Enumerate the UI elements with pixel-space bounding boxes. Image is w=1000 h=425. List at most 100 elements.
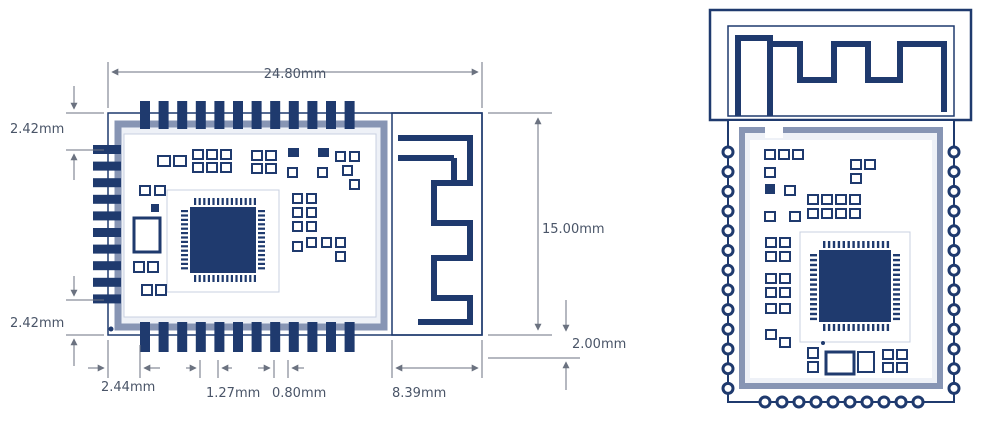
- left-pad: [93, 261, 121, 271]
- castellated-pad: [721, 283, 735, 297]
- bottom-pad-row: [140, 322, 355, 352]
- castellated-pad: [721, 342, 735, 356]
- ic-pin: [867, 241, 870, 248]
- ic-pin: [810, 273, 817, 276]
- ic-pin: [181, 267, 188, 270]
- ic-pin: [235, 198, 238, 205]
- ic-pin: [893, 303, 900, 306]
- dim-left-edge-top: 2.42mm: [10, 122, 64, 137]
- ic-pin: [893, 258, 900, 262]
- top-pad: [140, 101, 150, 129]
- top-pad: [326, 101, 336, 129]
- bottom-pad: [270, 322, 281, 352]
- ic-pin: [827, 324, 831, 331]
- ic-pin: [181, 227, 188, 230]
- ic-pin: [258, 232, 265, 235]
- ic-pin: [810, 283, 817, 286]
- ic-pin: [867, 324, 870, 331]
- castellated-pad: [809, 395, 823, 409]
- castellated-pad: [947, 283, 961, 297]
- ic-pin: [198, 275, 201, 282]
- bottom-pad: [307, 322, 318, 352]
- bottom-pad: [251, 322, 262, 352]
- bottom-pad: [344, 322, 355, 352]
- ic-pin: [244, 198, 247, 205]
- ic-pin: [230, 275, 233, 282]
- dim-overall-width: 24.80mm: [264, 67, 327, 82]
- ic-pin: [893, 288, 900, 291]
- bottom-pad: [177, 322, 188, 352]
- castellation-right: [947, 145, 961, 395]
- castellation-bottom: [758, 395, 925, 409]
- antenna-keepout: [727, 25, 955, 117]
- ic-pins: [181, 198, 265, 282]
- ic-pin: [226, 198, 229, 205]
- castellated-pad: [947, 381, 961, 395]
- left-pad: [93, 228, 121, 237]
- dimension-lines: [66, 62, 580, 390]
- passive-components: [108, 148, 360, 332]
- top-pad: [307, 101, 318, 129]
- ic-pin: [244, 275, 247, 282]
- ic-pin: [181, 232, 188, 235]
- castellated-pad: [721, 381, 735, 395]
- castellated-pad: [721, 263, 735, 277]
- ic-pin: [194, 198, 197, 205]
- castellated-pad: [947, 342, 961, 356]
- ic-pin: [810, 303, 817, 306]
- castellated-pad: [911, 395, 925, 409]
- top-pad: [195, 101, 206, 129]
- meander-antenna: [735, 35, 947, 116]
- pcb-antenna-trace: [398, 135, 473, 325]
- dim-overall-height: 15.00mm: [542, 222, 605, 237]
- ic-pin: [893, 268, 900, 272]
- ic-pin: [893, 263, 900, 267]
- ic-pin: [842, 324, 845, 331]
- castellated-pad: [947, 362, 961, 376]
- antenna-section: [708, 8, 973, 122]
- ic-pin: [893, 254, 900, 257]
- ic-pin: [810, 307, 817, 311]
- main-ic-chip-right: [819, 250, 891, 322]
- ic-pin: [203, 198, 206, 205]
- castellated-pad: [843, 395, 857, 409]
- ic-pin: [823, 324, 826, 331]
- ic-pin: [810, 263, 817, 267]
- bottom-pad: [288, 322, 299, 352]
- castellated-pad: [775, 395, 789, 409]
- ic-pin: [872, 324, 875, 331]
- ic-pin: [876, 241, 880, 248]
- ic-pin: [181, 249, 188, 252]
- left-pad: [93, 178, 121, 188]
- dim-pad-width: 0.80mm: [272, 386, 326, 401]
- ic-pin: [258, 245, 265, 248]
- castellated-pad: [721, 224, 735, 238]
- ic-pin: [207, 198, 210, 205]
- ic-pin: [893, 278, 900, 281]
- ic-pin: [810, 278, 817, 281]
- castellated-pad: [721, 303, 735, 317]
- ic-pin: [810, 288, 817, 291]
- ic-pin: [832, 241, 836, 248]
- ic-pin: [881, 241, 885, 248]
- ic-pin: [893, 293, 900, 296]
- ic-pin: [810, 254, 817, 257]
- ic-pin: [203, 275, 206, 282]
- ic-pin: [810, 298, 817, 301]
- antenna-area: [391, 112, 483, 336]
- castellated-pad: [721, 145, 735, 159]
- ic-pin: [847, 241, 850, 248]
- dim-first-pad-offset: 2.44mm: [101, 380, 155, 395]
- left-pad-column: [93, 145, 121, 304]
- ic-pin: [240, 275, 243, 282]
- dim-left-edge-bottom: 2.42mm: [10, 316, 64, 331]
- castellated-pad: [860, 395, 874, 409]
- ic-pin: [212, 275, 215, 282]
- ic-pin: [181, 218, 188, 221]
- ic-pin: [827, 241, 831, 248]
- ic-pin: [258, 223, 265, 226]
- ic-pin: [217, 198, 220, 205]
- dim-bottom-gap: 2.00mm: [572, 337, 626, 352]
- bottom-pad: [326, 322, 336, 352]
- ic-pin: [893, 312, 900, 316]
